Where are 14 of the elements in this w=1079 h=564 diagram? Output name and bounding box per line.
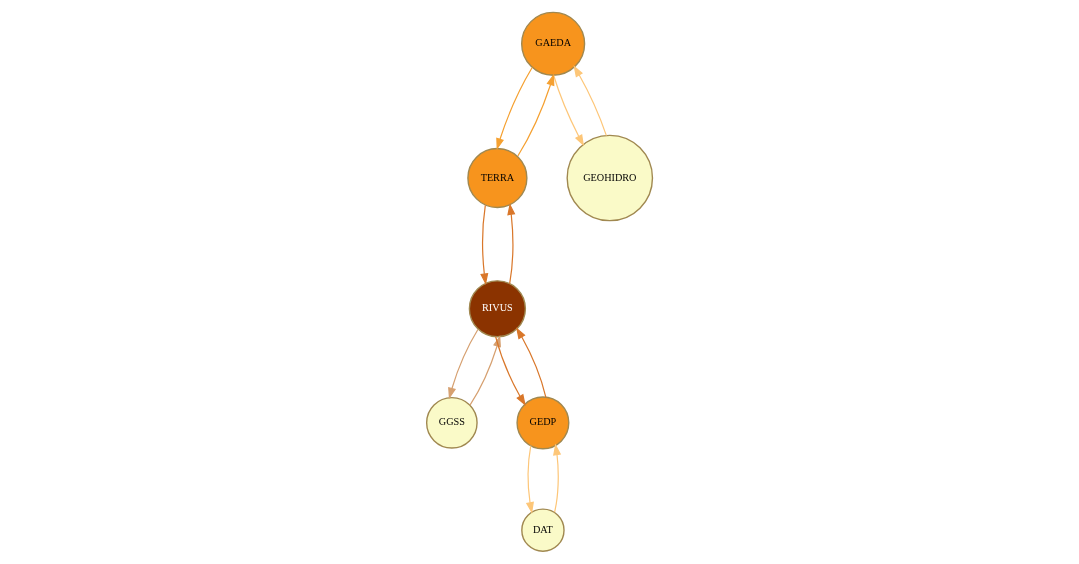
arrow: [517, 73, 555, 157]
arrow: [553, 443, 562, 513]
arrow: [516, 327, 547, 398]
arrow: [507, 203, 516, 285]
node-circle: TERRA: [467, 147, 528, 209]
arrow: [553, 74, 585, 147]
arrow: [573, 65, 607, 137]
node-circle: GGSS: [425, 396, 478, 449]
node-circle: GEDP: [516, 396, 570, 450]
arrow: [480, 204, 489, 286]
arrow: [496, 66, 533, 150]
arrow: [448, 328, 479, 400]
node-circle: DAT: [521, 508, 565, 552]
arrow: [525, 445, 534, 514]
